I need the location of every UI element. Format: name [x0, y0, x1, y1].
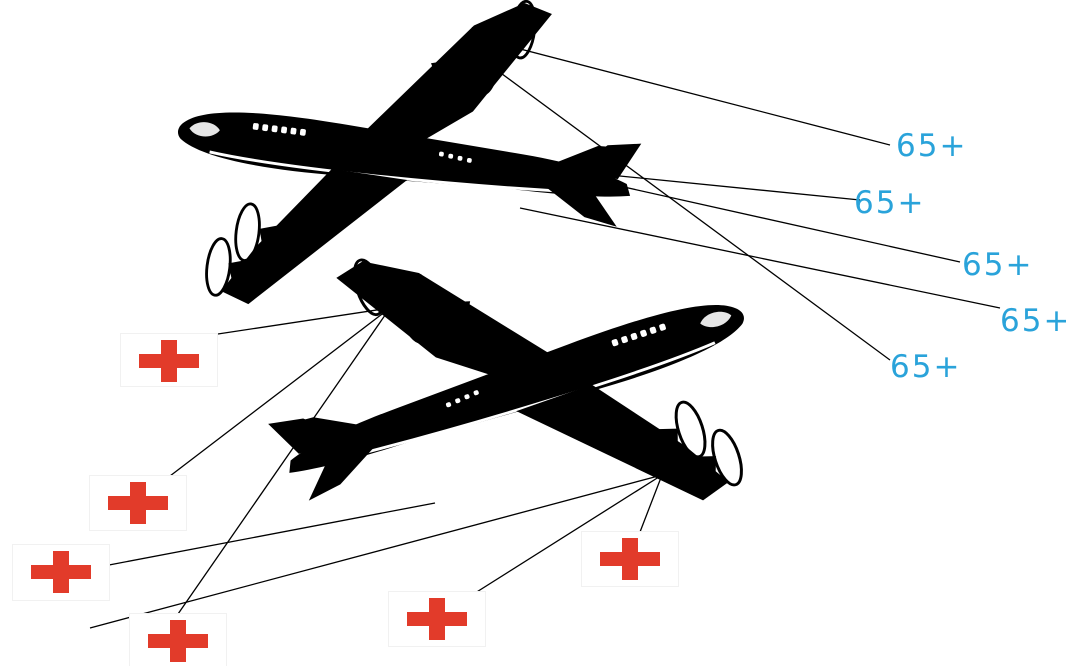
- age-label-2: 65+: [854, 188, 925, 219]
- red-cross-icon: [13, 545, 109, 600]
- red-cross-icon: [389, 592, 485, 646]
- age-label-5: 65+: [890, 352, 961, 383]
- age-label-3: 65+: [962, 250, 1033, 281]
- red-cross-icon: [582, 532, 678, 586]
- red-cross-icon: [121, 334, 217, 386]
- age-label-4: 65+: [1000, 306, 1066, 337]
- age-label-1: 65+: [896, 131, 967, 162]
- red-cross-icon: [90, 476, 186, 530]
- red-cross-icon: [130, 614, 226, 666]
